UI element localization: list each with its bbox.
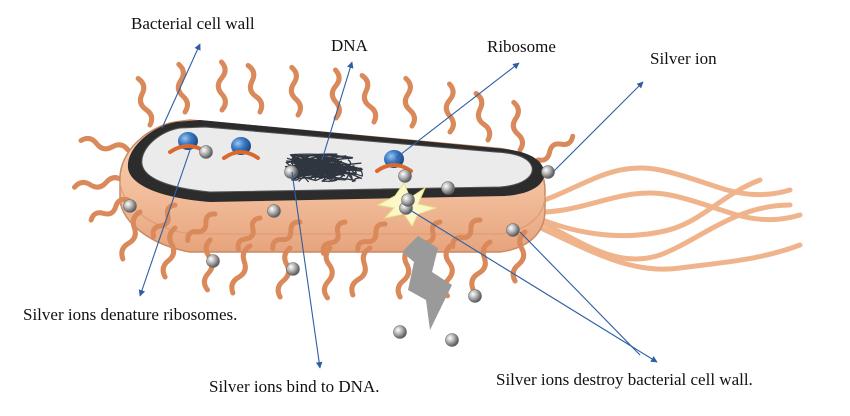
silver-ion <box>286 262 300 276</box>
pilus <box>510 99 525 153</box>
pilus <box>135 76 155 128</box>
pili-back <box>72 59 576 190</box>
arrow-denature-ribosomes <box>138 149 191 297</box>
arrow-dna <box>321 61 354 161</box>
label-dna: DNA <box>331 36 368 55</box>
pilus <box>510 229 528 284</box>
pointer-arrows <box>138 43 658 369</box>
pilus <box>215 59 228 113</box>
ribosome-2 <box>222 137 260 160</box>
dna-coil <box>292 153 343 183</box>
silver-ion <box>441 181 455 195</box>
silver-ion <box>393 325 407 339</box>
pilus <box>288 64 303 118</box>
arrow-ribosome <box>395 62 520 159</box>
pilus <box>355 221 388 253</box>
silver-ion <box>206 254 220 268</box>
silver-ion <box>468 289 482 303</box>
pilus <box>72 175 125 190</box>
arrow-cell-wall <box>161 43 201 129</box>
arrow-destroy-wall <box>409 209 658 363</box>
label-denature-ribosomes: Silver ions denature ribosomes. <box>23 305 238 324</box>
label-destroy-wall: Silver ions destroy bacterial cell wall. <box>496 370 753 389</box>
dna-strand <box>284 153 363 183</box>
pilus <box>359 73 379 125</box>
pilus <box>119 209 143 262</box>
pilus <box>160 225 178 280</box>
arrow-silver-ion <box>552 81 644 173</box>
pilus <box>395 245 413 300</box>
silver-ion <box>401 193 415 207</box>
pilus <box>321 245 335 301</box>
silver-ions <box>123 145 555 347</box>
dna-coil <box>284 155 347 176</box>
silver-ion <box>445 333 459 347</box>
pilus <box>402 75 417 129</box>
ribosomes <box>168 132 413 173</box>
pilus <box>469 239 493 292</box>
arrow-bind-dna <box>291 171 323 369</box>
pilus <box>270 219 303 251</box>
flagella <box>525 165 803 272</box>
pilus <box>535 133 576 163</box>
pilus <box>349 245 373 298</box>
ribosome-3 <box>375 150 413 173</box>
silver-ion <box>541 165 555 179</box>
pilus <box>473 91 493 143</box>
silver-ion <box>284 165 298 179</box>
pilus <box>320 219 348 256</box>
label-ribosome: Ribosome <box>487 37 556 56</box>
pilus <box>245 63 265 115</box>
pilus <box>88 196 131 223</box>
label-silver-ion: Silver ion <box>650 49 717 68</box>
pilus <box>150 202 178 239</box>
silver-ion <box>398 169 412 183</box>
pilus <box>229 243 253 296</box>
label-bind-dna: Silver ions bind to DNA. <box>209 377 380 396</box>
pilus <box>329 67 342 121</box>
label-bacterial-cell-wall: Bacterial cell wall <box>131 14 255 33</box>
pilus <box>185 211 218 243</box>
silver-ion <box>123 199 137 213</box>
pilus <box>443 81 456 135</box>
silver-ion <box>267 204 281 218</box>
dna-coil <box>285 157 339 179</box>
pilus <box>450 217 483 249</box>
pilus <box>175 61 190 115</box>
silver-ion <box>506 223 520 237</box>
pilus <box>78 135 131 153</box>
arrow-destroy-wall-2 <box>519 231 641 356</box>
silver-ion <box>199 145 213 159</box>
pilus <box>235 215 263 252</box>
